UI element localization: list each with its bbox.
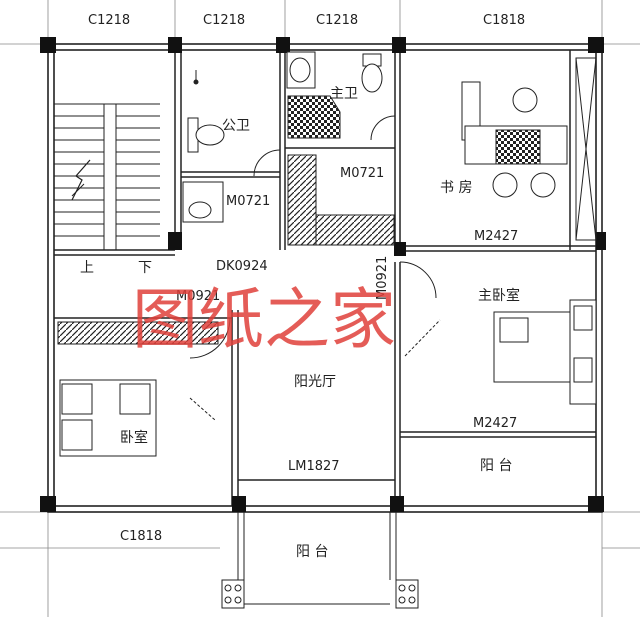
interior-walls [54,50,596,506]
study-furniture [461,57,597,241]
stair-label-down: 下 [138,260,152,276]
staircase [54,103,160,251]
door-label-m0721-left: M0721 [226,194,270,209]
door-label-m0921-right: M0921 [375,256,390,300]
door-label-m0921-left: M0921 [176,289,220,304]
door-label-m2427-bottom: M2427 [473,416,517,431]
room-label-master-bath: 主卫 [330,86,358,102]
master-bedroom-furniture [399,261,597,405]
room-label-sunroom: 阳光厅 [294,374,336,390]
room-label-master-bedroom: 主卧室 [478,287,520,304]
room-label-balcony-right: 阳 台 [480,458,512,474]
window-label-c1218-1: C1218 [88,13,130,28]
window-label-c1218-3: C1218 [316,13,358,28]
structural-columns [40,37,606,512]
door-label-dk0924: DK0924 [216,259,268,274]
public-bath-fixtures [182,70,281,223]
window-label-c1818-bottom: C1818 [120,529,162,544]
room-label-public-bath: 公卫 [222,118,250,134]
window-frames [70,43,575,513]
room-label-study: 书 房 [440,180,472,196]
door-label-lm1827: LM1827 [288,459,340,474]
watermark: 图纸之家 [132,281,396,358]
room-label-bedroom: 卧室 [120,429,148,446]
window-label-c1218-2: C1218 [203,13,245,28]
stair-label-up: 上 [80,260,94,276]
window-label-c1818-top: C1818 [483,13,525,28]
door-label-m0721-right: M0721 [340,166,384,181]
door-label-m2427-top: M2427 [474,229,518,244]
room-label-balcony-bottom: 阳 台 [296,544,328,560]
bedroom-furniture [59,317,231,457]
master-bath-fixtures [286,51,396,141]
wardrobes [57,154,395,345]
bottom-balcony-structure [221,512,419,609]
